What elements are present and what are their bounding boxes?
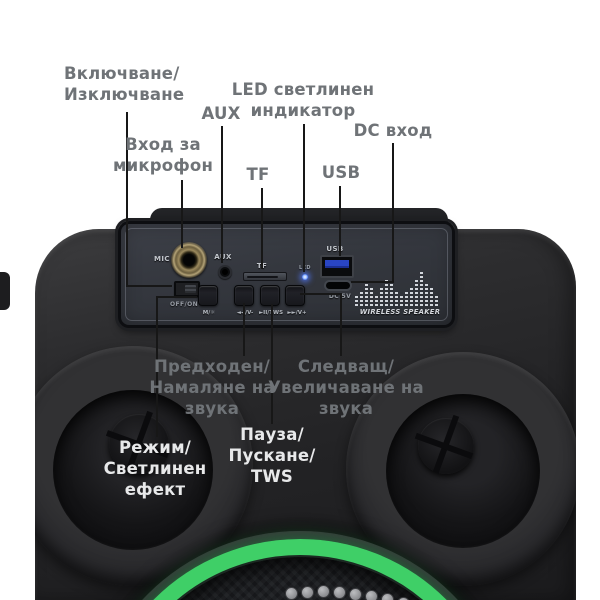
left-tweeter-driver (109, 414, 169, 474)
power-label: Включване/Изключване (64, 64, 185, 104)
dc-usb-c-port (324, 280, 352, 291)
mode-callout-line (156, 296, 158, 437)
dc-callout-line-h (351, 281, 393, 283)
dc-label: DC вход (353, 121, 433, 140)
usb-tongue (325, 260, 349, 268)
play-callout-line (271, 304, 273, 424)
aux-jack (218, 265, 232, 279)
aux-label: AUX (201, 104, 241, 123)
play-button (260, 285, 280, 306)
power-switch (174, 281, 200, 297)
play-label: Пауза/Пускане/TWS (228, 425, 316, 486)
tf-card-slot (243, 272, 287, 281)
mic-port-label: MIC (154, 255, 170, 263)
led-callout-line (303, 124, 305, 272)
prev-button-label: ◄◄/V- (236, 310, 254, 316)
mode-button-label: M/☼ (202, 310, 216, 316)
equalizer-graphic (355, 270, 445, 306)
next-button (285, 285, 305, 306)
brand-text: WIRELESS SPEAKER (359, 308, 441, 316)
led-indicator (302, 274, 308, 280)
power-switch-label: OFF/ON (169, 301, 199, 308)
next-callout-line (340, 294, 342, 356)
usb-port (320, 255, 354, 278)
tf-callout-line (261, 188, 263, 269)
right-tweeter (346, 352, 576, 586)
mode-callout-line-h (156, 296, 197, 298)
usb-port-label: USB (326, 245, 344, 253)
usb-callout-line (339, 186, 341, 256)
tf-label: TF (246, 165, 270, 184)
power-callout-line (126, 112, 128, 287)
left-tweeter (35, 346, 253, 586)
usb-label: USB (321, 163, 361, 182)
background-object (0, 272, 10, 310)
led-indicator-label: LED (299, 265, 311, 271)
control-panel: MIC AUX TF LED USB DC 5V OFF/ON M/☼ ◄◄/V… (118, 221, 455, 328)
mic-callout-line (181, 180, 183, 248)
next-button-label: ►►/V+ (287, 310, 307, 316)
dc-port-label: DC 5V (328, 293, 352, 300)
right-tweeter-cone (386, 394, 540, 548)
aux-callout-line (221, 126, 223, 263)
mode-button (198, 285, 218, 306)
power-callout-line-h (126, 285, 172, 287)
dc-callout-line (392, 143, 394, 283)
right-tweeter-driver (418, 418, 474, 474)
mic-jack (171, 242, 207, 278)
prev-callout-line (243, 303, 245, 356)
next-callout-line-h (300, 293, 342, 295)
aux-port-label: AUX (214, 253, 232, 261)
